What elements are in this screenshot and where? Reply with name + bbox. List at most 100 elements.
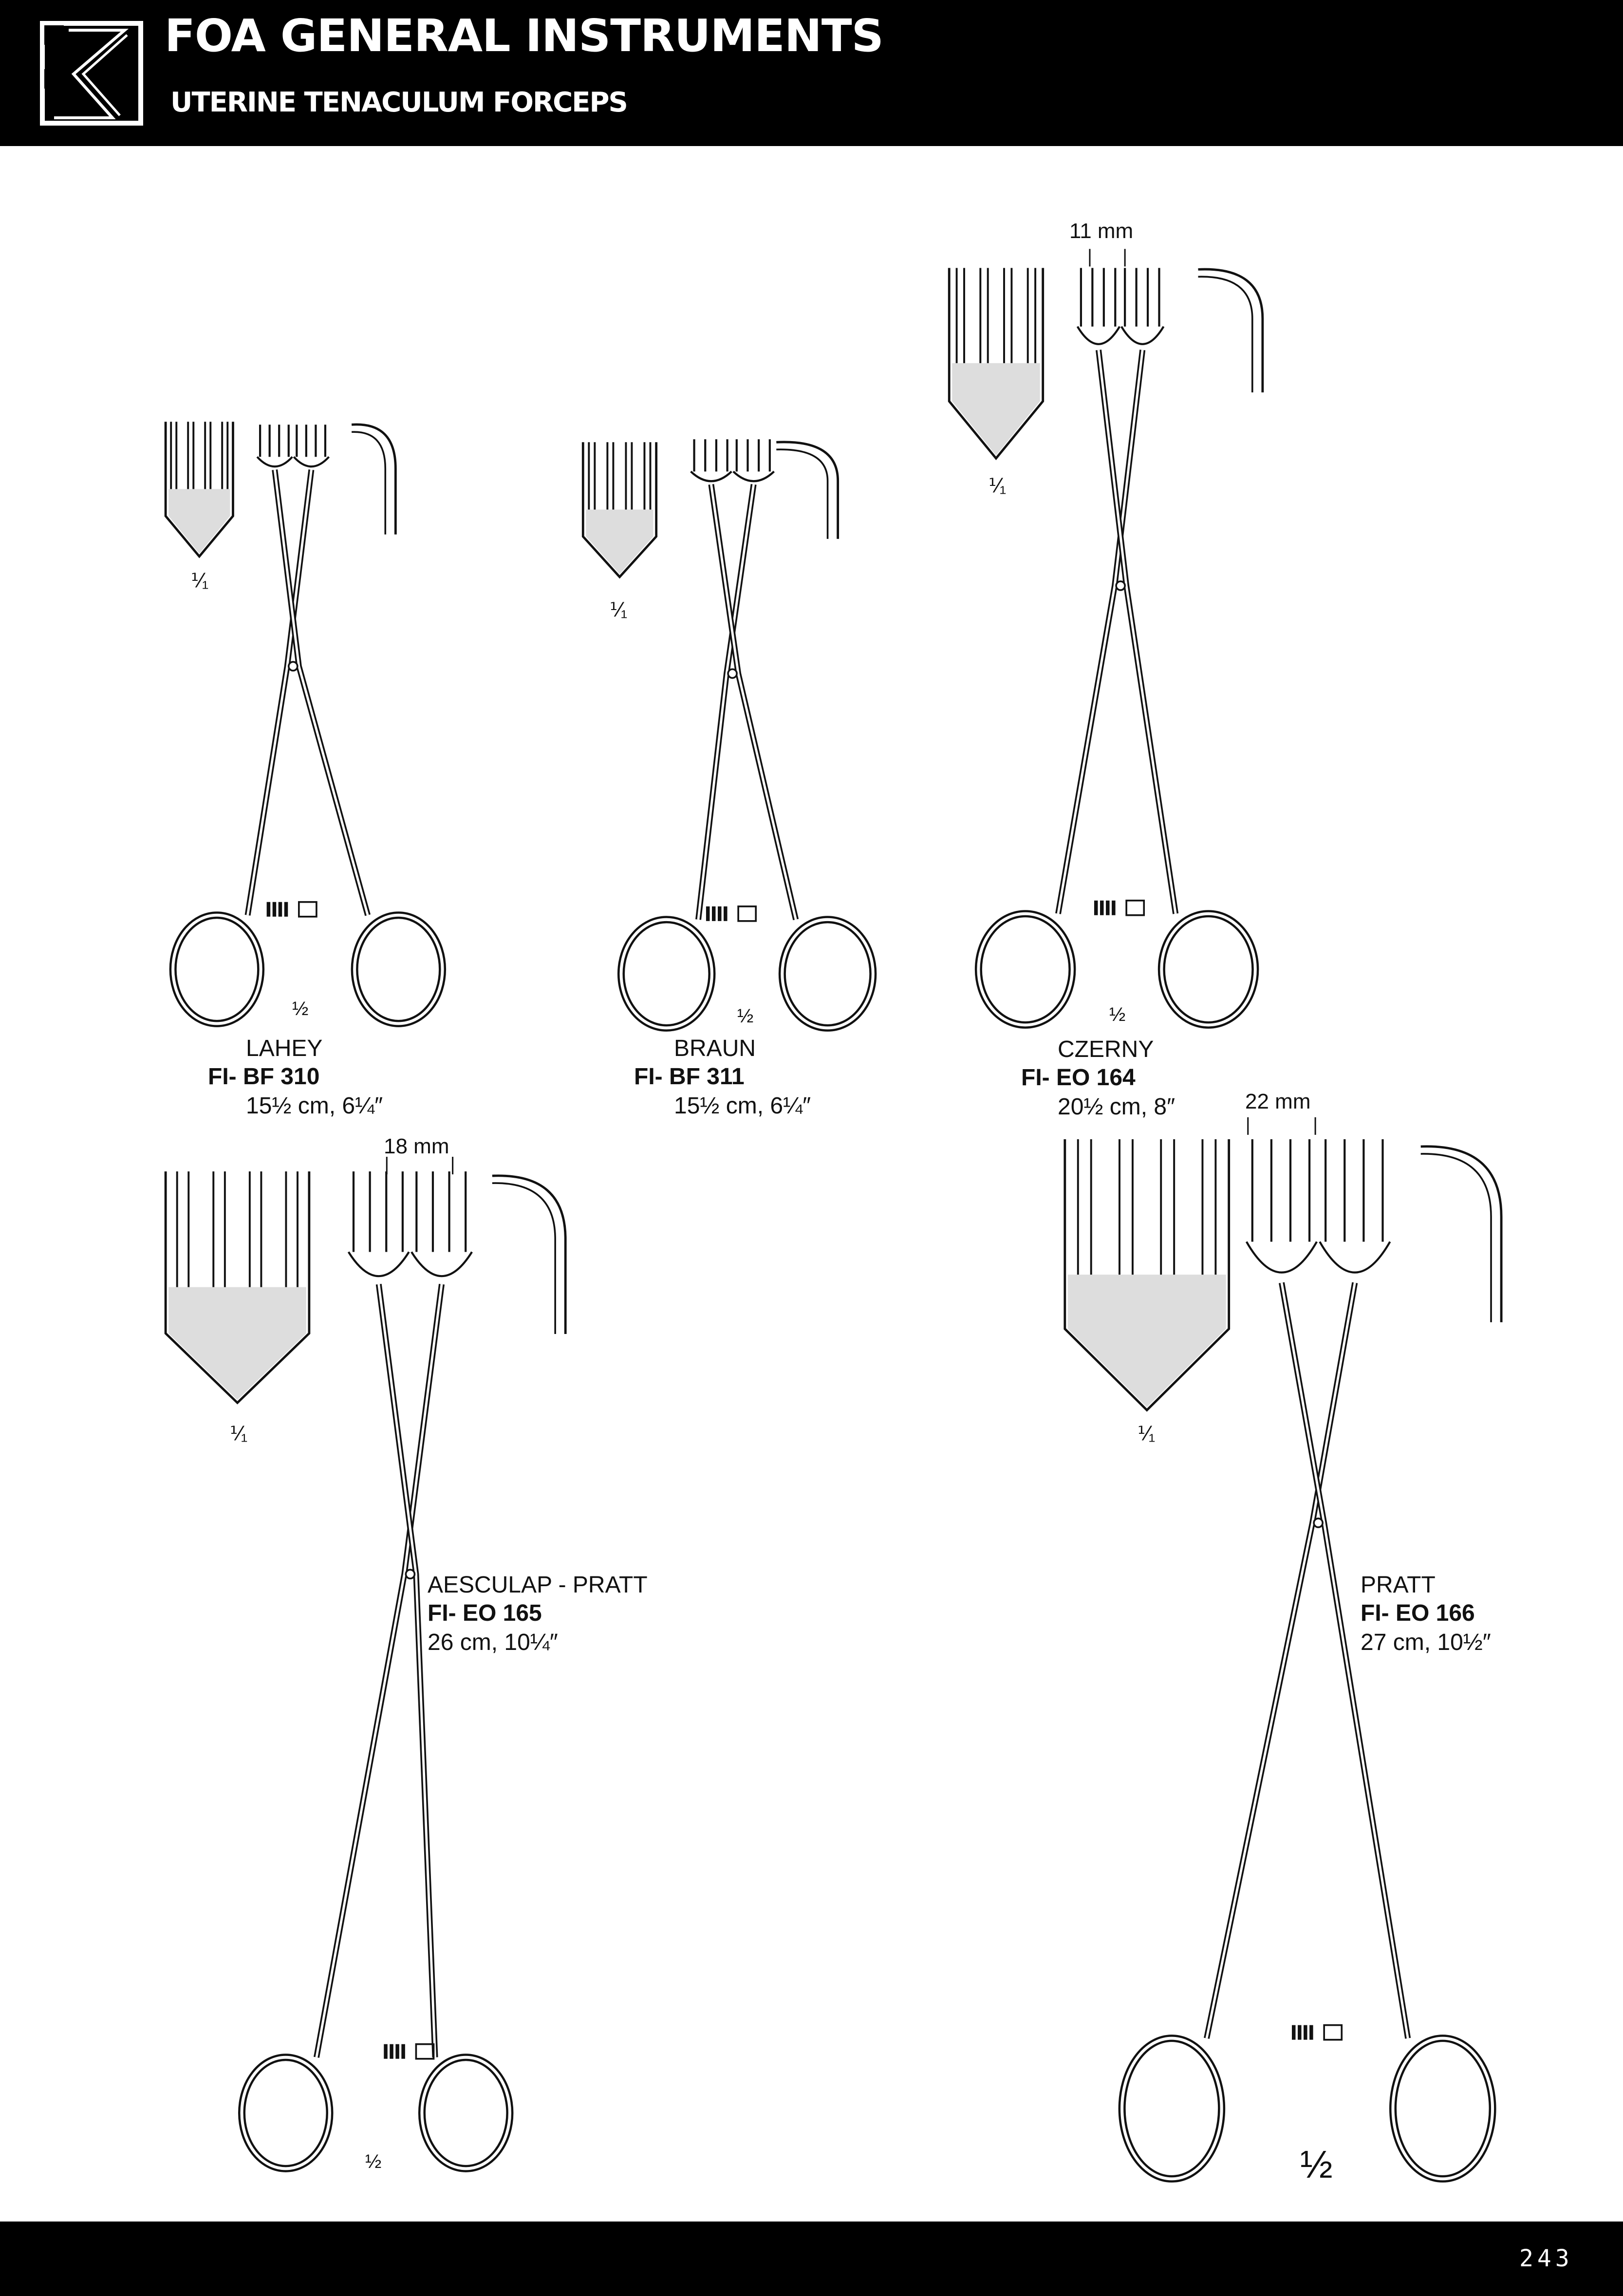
instrument-scale: ½ xyxy=(292,998,309,1019)
shank-left-highlight xyxy=(697,484,755,920)
shank-right-highlight xyxy=(1097,350,1177,914)
aesculap-pratt-side-view xyxy=(492,1174,567,1334)
pratt-tooth-detail xyxy=(1063,1139,1231,1412)
tooth-detail-outline xyxy=(581,442,658,579)
lahey-side-view xyxy=(351,423,397,535)
czerny-tooth-detail xyxy=(948,268,1045,461)
shank-right-highlight xyxy=(377,1284,436,2057)
tooth-detail-shading xyxy=(168,1287,306,1400)
tooth-detail-tine xyxy=(588,442,596,510)
shank-left-highlight xyxy=(246,469,313,916)
instrument-size: 20½ cm, 8″ xyxy=(1058,1094,1175,1120)
ratchet-tooth xyxy=(272,902,277,917)
pratt-jaw-dimension xyxy=(1247,1117,1316,1135)
shank-left xyxy=(313,1283,445,2058)
jaw-base xyxy=(256,456,293,468)
tooth-detail-tine xyxy=(1026,268,1037,363)
lahey-tooth-detail xyxy=(164,422,234,558)
shank-right xyxy=(272,469,371,916)
tooth-detail-outline xyxy=(948,268,1045,461)
page-number: 243 xyxy=(1519,2245,1573,2272)
finger-ring-left-highlight xyxy=(619,918,713,1030)
tooth-detail-tine xyxy=(1003,268,1013,363)
tooth-detail-shading xyxy=(1067,1275,1226,1407)
ratchet-tooth xyxy=(1112,900,1116,915)
tooth-detail-shading xyxy=(168,489,230,554)
ratchet-tooth xyxy=(284,902,288,917)
shank-right-highlight xyxy=(710,484,797,920)
tooth-detail-tine xyxy=(1119,1139,1134,1275)
shank-left xyxy=(1055,350,1146,914)
ratchet-tooth xyxy=(395,2044,399,2059)
header-bar: FOA GENERAL INSTRUMENTS UTERINE TENACULU… xyxy=(0,0,1623,146)
finger-ring-right-highlight xyxy=(1160,912,1257,1027)
shank-right-highlight xyxy=(1280,1282,1409,2039)
ratchet-tooth xyxy=(401,2044,405,2059)
ratchet-tooth xyxy=(724,906,728,921)
ratchet-catch xyxy=(1323,2024,1343,2041)
brand-logo xyxy=(40,21,143,126)
czerny-side-view xyxy=(1198,268,1264,393)
pivot-screw xyxy=(1313,1518,1324,1528)
tooth-detail-outline xyxy=(164,422,234,558)
braun-side-view xyxy=(776,441,839,539)
jaw-base xyxy=(690,470,732,482)
finger-ring-right-highlight xyxy=(1391,2037,1494,2181)
ratchet-tooth xyxy=(1304,2025,1307,2040)
pivot-screw xyxy=(287,661,298,672)
ratchet-tooth xyxy=(278,902,282,917)
instrument-code: FI- BF 310 xyxy=(208,1064,320,1090)
jaw-base xyxy=(410,1251,473,1278)
pivot-screw xyxy=(405,1569,416,1580)
finger-ring-left-highlight xyxy=(240,2055,331,2170)
side-profile-inner xyxy=(492,1182,556,1334)
pivot-screw xyxy=(727,668,738,679)
tooth-detail-tine xyxy=(204,422,212,489)
instrument-code: FI- EO 166 xyxy=(1361,1600,1475,1626)
instrument-name: AESCULAP - PRATT xyxy=(428,1572,648,1598)
ratchet-catch xyxy=(737,905,757,922)
aesculap-pratt-tooth-detail xyxy=(164,1171,311,1405)
shank-left-highlight xyxy=(1205,1282,1356,2039)
jaw-base xyxy=(1120,326,1165,345)
ratchet-tooth xyxy=(718,906,722,921)
ratchet-tooth xyxy=(1309,2025,1313,2040)
shank-left-highlight xyxy=(1057,350,1144,914)
instrument-code: FI- EO 165 xyxy=(428,1600,542,1626)
side-profile xyxy=(776,441,839,539)
side-profile xyxy=(1198,268,1264,393)
ratchet-catch xyxy=(415,2043,435,2060)
finger-ring-left-highlight xyxy=(1120,2037,1223,2181)
tooth-detail-tine xyxy=(1077,1139,1092,1275)
instrument-code: FI- BF 311 xyxy=(634,1064,745,1090)
finger-ring-right-highlight xyxy=(420,2055,511,2170)
ratchet-tooth xyxy=(711,906,716,921)
side-profile xyxy=(1420,1145,1503,1322)
czerny-forceps xyxy=(974,268,1259,1029)
lahey-forceps xyxy=(169,425,447,1027)
tooth-detail-tine xyxy=(212,1171,226,1287)
side-profile-inner xyxy=(1420,1153,1492,1322)
jaw-base xyxy=(347,1251,410,1278)
side-profile xyxy=(492,1174,567,1334)
instrument-size: 15½ cm, 6¼″ xyxy=(674,1093,811,1119)
shank-left-highlight xyxy=(315,1284,443,2058)
ratchet-tooth xyxy=(1292,2025,1296,2040)
ratchet-tooth xyxy=(1094,900,1098,915)
instrument-scale: ½ xyxy=(737,1005,754,1027)
ratchet-tooth xyxy=(1100,900,1104,915)
instrument-name: CZERNY xyxy=(1058,1037,1154,1062)
jaw-base xyxy=(1076,326,1121,345)
finger-ring-right-highlight xyxy=(353,913,444,1025)
side-profile-inner xyxy=(776,448,829,539)
tooth-detail-tine xyxy=(285,1171,298,1287)
jaw-base xyxy=(293,456,330,468)
tooth-detail-outline xyxy=(1063,1139,1231,1412)
aesculap-pratt-jaw-dimension xyxy=(386,1157,454,1175)
instrument-code: FI- EO 164 xyxy=(1021,1065,1136,1091)
page-subtitle: UTERINE TENACULUM FORCEPS xyxy=(170,87,628,118)
ratchet-tooth xyxy=(1298,2025,1302,2040)
braun-forceps xyxy=(617,439,877,1032)
